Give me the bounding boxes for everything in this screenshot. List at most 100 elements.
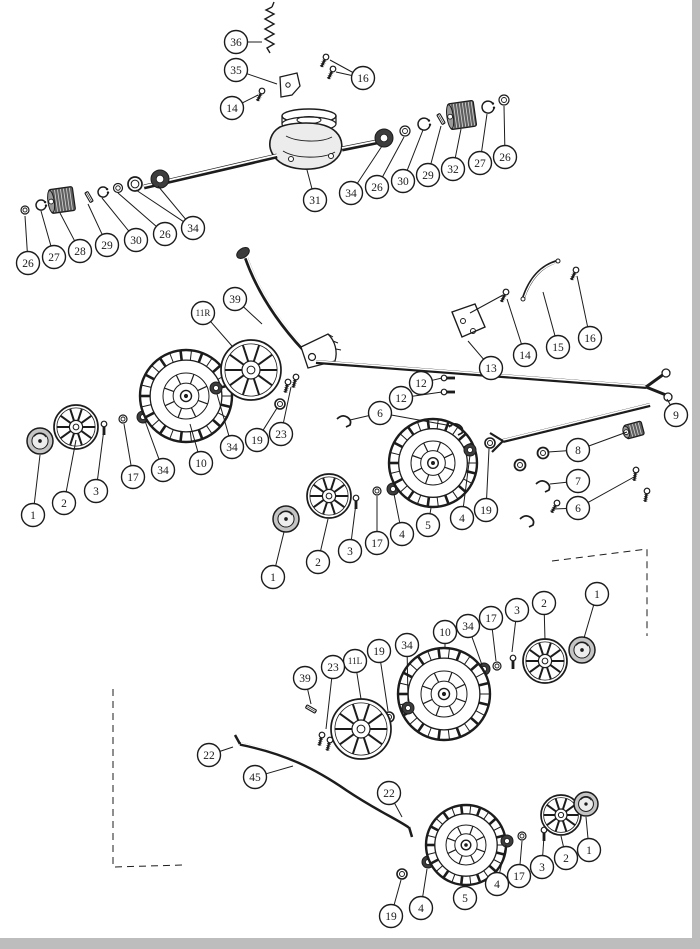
leader-line bbox=[542, 835, 545, 856]
callout-3: 3 bbox=[529, 854, 555, 880]
callout-number: 30 bbox=[397, 176, 409, 188]
callout-number: 13 bbox=[485, 363, 497, 375]
callout-34: 34 bbox=[455, 613, 481, 639]
callout-number: 23 bbox=[275, 429, 287, 441]
dust-cap bbox=[274, 398, 286, 410]
callout-number: 17 bbox=[127, 472, 139, 484]
callout-16: 16 bbox=[577, 325, 603, 351]
leader-line bbox=[33, 454, 41, 504]
screw bbox=[319, 53, 330, 68]
callout-9: 9 bbox=[663, 402, 689, 428]
adjuster-bracket bbox=[451, 294, 504, 338]
callout-number: 2 bbox=[541, 598, 547, 610]
leader-line bbox=[666, 398, 671, 406]
callout-22: 22 bbox=[376, 780, 402, 806]
callout-28: 28 bbox=[67, 238, 93, 264]
callout-number: 12 bbox=[415, 378, 427, 390]
leader-line bbox=[506, 298, 522, 345]
return-spring bbox=[263, 1, 276, 54]
wheel bbox=[138, 348, 234, 444]
callout-number: 35 bbox=[230, 65, 242, 77]
leader-line bbox=[219, 746, 234, 752]
roll-pin bbox=[436, 113, 446, 125]
page-edge-right bbox=[692, 0, 700, 949]
callout-26: 26 bbox=[152, 221, 178, 247]
callout-number: 2 bbox=[315, 557, 321, 569]
callout-number: 9 bbox=[673, 410, 679, 422]
callout-number: 10 bbox=[195, 458, 207, 470]
leader-line bbox=[481, 113, 488, 152]
leader-line bbox=[329, 59, 354, 73]
drive-gear bbox=[47, 186, 76, 214]
callout-number: 27 bbox=[48, 252, 60, 264]
callout-27: 27 bbox=[467, 150, 493, 176]
leader-line bbox=[382, 136, 405, 178]
callout-leader-lines bbox=[24, 41, 671, 906]
callout-number: 30 bbox=[130, 235, 142, 247]
callout-number: 31 bbox=[309, 195, 321, 207]
callout-number: 5 bbox=[425, 520, 431, 532]
callout-19: 19 bbox=[473, 497, 499, 523]
snap-ring bbox=[35, 199, 48, 211]
callout-number: 39 bbox=[299, 673, 311, 685]
callout-number: 3 bbox=[539, 862, 545, 874]
washer bbox=[118, 414, 128, 424]
callout-number: 10 bbox=[439, 627, 451, 639]
callout-4: 4 bbox=[484, 871, 510, 897]
leader-line bbox=[189, 423, 199, 453]
callout-number: 5 bbox=[462, 893, 468, 905]
callout-17: 17 bbox=[120, 464, 146, 490]
screw bbox=[317, 731, 326, 746]
leader-line bbox=[519, 840, 523, 865]
callout-34: 34 bbox=[180, 215, 206, 241]
callout-26: 26 bbox=[15, 250, 41, 276]
callout-number: 2 bbox=[563, 853, 569, 865]
callout-number: 3 bbox=[93, 486, 99, 498]
roll-pin bbox=[305, 704, 317, 714]
leader-line bbox=[135, 189, 184, 223]
bearing bbox=[374, 128, 394, 148]
snap-ring bbox=[417, 117, 432, 131]
callout-14: 14 bbox=[512, 342, 538, 368]
leader-line bbox=[320, 518, 329, 551]
callout-number: 4 bbox=[418, 903, 424, 915]
snap-ring bbox=[481, 100, 496, 114]
callout-23: 23 bbox=[268, 421, 294, 447]
callout-number: 1 bbox=[30, 510, 36, 522]
callout-number: 26 bbox=[371, 182, 383, 194]
cable-clip bbox=[519, 515, 535, 528]
leader-line bbox=[585, 816, 589, 839]
callout-number: 6 bbox=[575, 503, 581, 515]
leader-line bbox=[587, 476, 635, 503]
leader-line bbox=[335, 71, 352, 76]
leader-line bbox=[101, 197, 130, 232]
leader-line bbox=[97, 428, 105, 480]
callout-12: 12 bbox=[388, 385, 414, 411]
callout-number: 34 bbox=[157, 465, 169, 477]
screw bbox=[499, 288, 510, 303]
leader-line bbox=[356, 145, 383, 184]
callout-number: 15 bbox=[552, 342, 564, 354]
callout-2: 2 bbox=[531, 590, 557, 616]
callout-34: 34 bbox=[338, 180, 364, 206]
callout-number: 2 bbox=[61, 498, 67, 510]
callout-45: 45 bbox=[242, 764, 268, 790]
leader-line bbox=[393, 493, 401, 523]
callout-number: 32 bbox=[447, 164, 459, 176]
callout-number: 11L bbox=[348, 656, 362, 666]
callout-number: 3 bbox=[347, 546, 353, 558]
callout-39: 39 bbox=[222, 286, 248, 312]
wheel-cover bbox=[522, 638, 568, 684]
callout-19: 19 bbox=[366, 638, 392, 664]
leader-line bbox=[307, 689, 312, 705]
page-edge-bottom bbox=[0, 938, 700, 949]
snap-ring bbox=[97, 186, 110, 198]
leader-line bbox=[422, 868, 428, 897]
callout-number: 26 bbox=[22, 258, 34, 270]
callout-number: 4 bbox=[459, 513, 465, 525]
leader-line bbox=[393, 879, 402, 906]
callout-17: 17 bbox=[506, 863, 532, 889]
leader-line bbox=[454, 128, 462, 158]
